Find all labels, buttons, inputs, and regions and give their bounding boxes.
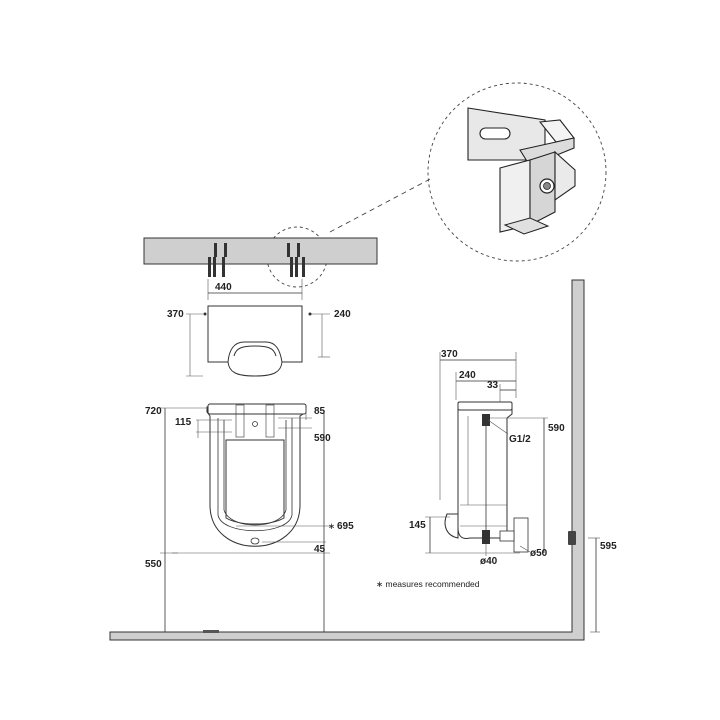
side-view: 370 240 33 590 G1/2 145 ø40 ø50 595 — [409, 349, 617, 633]
side-height-label: 590 — [548, 423, 565, 434]
side-lip-label: 145 — [409, 520, 426, 531]
side-depth-label: 370 — [441, 349, 458, 360]
wall-fixing — [568, 531, 576, 545]
right-bolts — [287, 243, 305, 277]
front-height-label: 720 — [145, 406, 162, 417]
side-pipe-label: ø50 — [530, 548, 548, 559]
front-bottom-offset-label: 45 — [314, 544, 326, 555]
left-bolts — [208, 243, 227, 277]
detail-callout — [266, 82, 607, 288]
plan-view: 440 370 240 — [143, 237, 378, 377]
plan-width-label: 440 — [215, 282, 232, 293]
side-inlet-label: G1/2 — [509, 434, 531, 445]
plan-depth-right-label: 240 — [334, 309, 351, 320]
wall-bracket-icon — [467, 107, 576, 235]
plan-depth-left-label: 370 — [167, 309, 184, 320]
front-floor-label: 550 — [145, 559, 162, 570]
front-view: 720 115 85 590 ∗ 695 45 550 — [145, 403, 354, 632]
front-bracket-label: 590 — [314, 433, 331, 444]
front-top-right-label: 85 — [314, 406, 326, 417]
svg-text:∗: ∗ — [328, 521, 335, 531]
outlet-trap — [482, 530, 490, 544]
side-outlet-label: ø40 — [480, 556, 498, 567]
measures-note: ∗ measures recommended — [376, 579, 480, 589]
side-wall-label: 595 — [600, 541, 617, 552]
side-bracket-depth-label: 240 — [459, 370, 476, 381]
front-top-offset-label: 115 — [175, 417, 192, 428]
wall-section — [109, 279, 585, 641]
wall-strip — [143, 237, 378, 265]
front-outlet-label: 695 — [337, 521, 354, 532]
inlet-valve — [482, 414, 490, 426]
side-offset-label: 33 — [487, 380, 499, 391]
floor-and-wall — [109, 279, 585, 641]
